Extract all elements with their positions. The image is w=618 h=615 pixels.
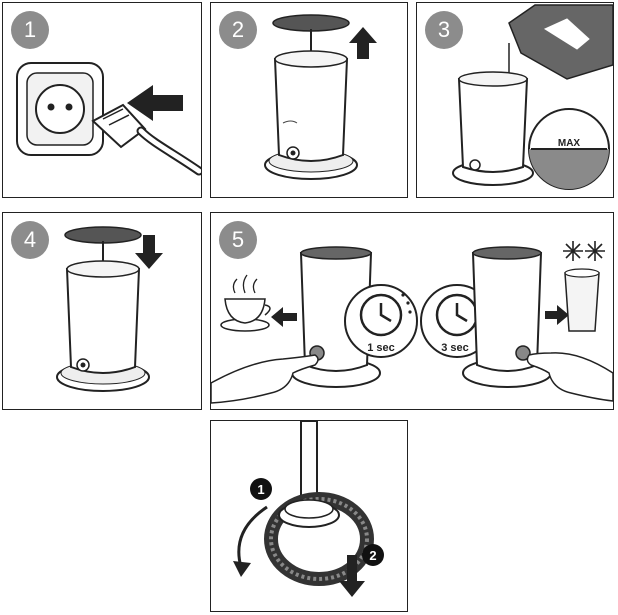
cold-glass-icon — [564, 268, 600, 332]
power-plug-icon — [91, 103, 201, 176]
step-4-panel: 4 — [2, 212, 202, 410]
snowflake-icon — [563, 241, 583, 261]
remove-lid-illustration — [264, 14, 377, 180]
milk-frother-jug-icon — [452, 71, 534, 186]
wall-socket-icon — [16, 62, 104, 156]
arrow-left-icon — [271, 307, 297, 327]
max-level-magnifier — [528, 108, 610, 190]
rotate-arrow-icon — [237, 505, 268, 568]
left-duration-label: 1 sec — [367, 342, 395, 354]
whisk-hub — [278, 499, 340, 528]
whisk-attachment-illustration: 1 2 — [233, 421, 384, 597]
step-number-badge: 4 — [11, 221, 49, 259]
step-number-badge: 3 — [425, 11, 463, 49]
snowflake-icon — [585, 241, 605, 261]
svg-text:2: 2 — [369, 548, 376, 563]
step-number-badge: 2 — [219, 11, 257, 49]
hand-icon — [526, 352, 613, 402]
arrow-down-icon — [339, 555, 365, 597]
hand-icon — [211, 354, 319, 404]
milk-carton-icon — [508, 4, 613, 80]
lid-icon — [64, 226, 142, 271]
max-fill-label: MAX — [558, 138, 581, 149]
arrow-left-icon — [127, 85, 183, 121]
whisk-rod — [300, 421, 318, 498]
arrow-up-icon — [349, 27, 377, 59]
step-number-badge: 5 — [219, 221, 257, 259]
step-2-panel: 2 — [210, 2, 408, 198]
clock-icon — [344, 284, 418, 358]
callout-badge-1: 1 — [250, 478, 272, 500]
lid-icon — [272, 14, 350, 61]
step-1-panel: 1 — [2, 2, 202, 198]
hot-coffee-cup-icon — [220, 274, 271, 332]
milk-frother-jug-icon — [264, 50, 358, 180]
milk-frother-jug-icon — [56, 260, 150, 392]
plug-into-socket-illustration — [16, 62, 201, 176]
step-5-panel: 5 1 sec — [210, 212, 614, 410]
replace-lid-illustration — [56, 226, 163, 392]
whisk-spring-icon — [264, 492, 374, 586]
step-number-badge: 1 — [11, 11, 49, 49]
right-duration-label: 3 sec — [441, 342, 469, 354]
step-6-panel: 1 2 — [210, 420, 408, 612]
arrow-right-icon — [545, 305, 569, 325]
milk-frother-jug-icon — [462, 246, 552, 388]
callout-badge-2: 2 — [362, 544, 384, 566]
fill-milk-illustration: MAX — [452, 4, 613, 190]
press-button-illustration: 1 sec 3 sec — [211, 241, 613, 404]
step-3-panel: 3 MAX — [416, 2, 614, 198]
svg-text:1: 1 — [257, 482, 264, 497]
arrow-down-icon — [135, 235, 163, 269]
